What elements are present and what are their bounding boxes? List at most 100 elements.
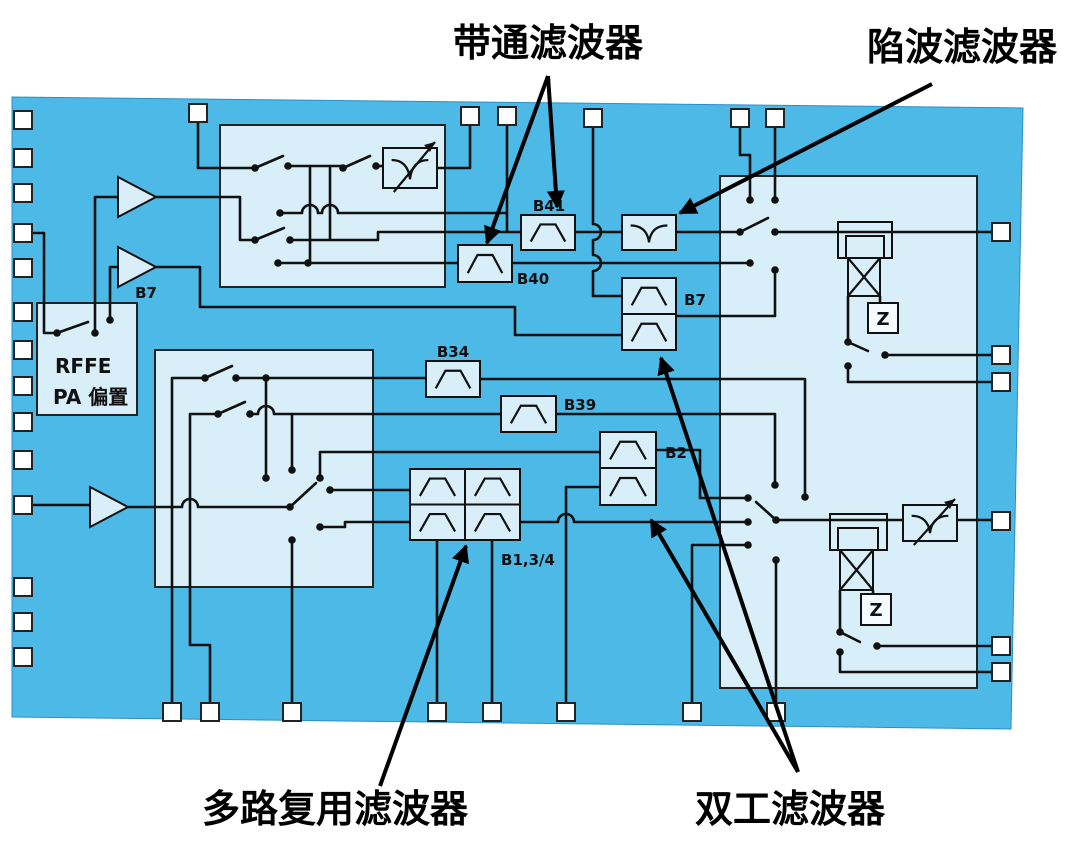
multiplexer-b1-3-4-cell-1 xyxy=(409,468,466,506)
junction-dot xyxy=(771,196,779,204)
junction-dots xyxy=(53,162,889,656)
junction-dot xyxy=(214,410,222,418)
package-pin xyxy=(13,577,33,597)
package-pin xyxy=(200,702,220,722)
cross-icon xyxy=(839,549,874,591)
package-pin xyxy=(991,662,1011,682)
junction-dot xyxy=(288,466,296,474)
power-amplifier-b7 xyxy=(117,245,159,289)
package-pin xyxy=(162,702,182,722)
switch-blade xyxy=(341,154,372,170)
junction-dot xyxy=(873,642,881,650)
callout-multiplexer-filter: 多路复用滤波器 xyxy=(202,787,469,831)
wire xyxy=(188,412,218,703)
junction-dot xyxy=(91,329,99,337)
wire xyxy=(480,377,807,497)
junction-dot xyxy=(288,536,296,544)
impedance-box-upper xyxy=(867,302,899,334)
junction-dot xyxy=(276,209,284,217)
switch-blade xyxy=(288,481,318,509)
junction-dot xyxy=(262,474,270,482)
package-pin xyxy=(13,612,33,632)
junction-dot xyxy=(746,196,754,204)
junction-dot xyxy=(316,523,324,531)
junction-dot xyxy=(53,329,61,337)
pointer-arrow-duplexer-b2 xyxy=(649,518,800,774)
package-pin xyxy=(13,258,33,278)
wire xyxy=(280,203,507,215)
package-pin xyxy=(13,376,33,396)
wire xyxy=(838,652,992,674)
antenna-tuner-lower: Z xyxy=(829,513,892,626)
package-pin xyxy=(497,106,517,126)
junction-dot xyxy=(274,259,282,267)
band-label-b41: B41 xyxy=(533,197,565,215)
power-amplifier-upper xyxy=(117,175,159,219)
impedance-label-lower: Z xyxy=(869,600,882,621)
duplexer-b7-tx xyxy=(621,277,677,315)
package-pin xyxy=(13,302,33,322)
multiplexer-b1-3-4-cell-2 xyxy=(464,468,521,506)
bandpass-icon xyxy=(630,322,668,342)
antenna-tuner-upper: Z xyxy=(837,221,899,334)
lower-switch-panel xyxy=(154,349,374,588)
package-pin xyxy=(13,450,33,470)
wire xyxy=(437,125,472,170)
package-pin xyxy=(13,183,33,203)
junction-dot xyxy=(201,374,209,382)
junction-dot xyxy=(106,316,114,324)
switch-blade xyxy=(253,226,286,242)
pointer-arrow-multiplexer xyxy=(378,544,470,787)
impedance-label-upper: Z xyxy=(876,309,889,330)
package-pin xyxy=(13,110,33,130)
multiplexer-b1-3-4-cell-4 xyxy=(464,503,521,541)
bandpass-filter-b39 xyxy=(500,395,557,433)
band-label-b40: B40 xyxy=(517,270,549,288)
notch-filter-tunable-lower xyxy=(902,504,958,542)
junction-dot xyxy=(316,474,324,482)
wire xyxy=(690,543,748,703)
notch-filter-tunable-upper xyxy=(382,147,438,189)
junction-dot xyxy=(771,481,779,489)
junction-dot xyxy=(881,351,889,359)
junction-dot xyxy=(339,164,347,172)
wire xyxy=(108,265,118,320)
rffe-label: RFFE xyxy=(55,354,111,378)
callout-bandpass-filter: 带通滤波器 xyxy=(453,21,644,65)
package-pin xyxy=(282,702,302,722)
callout-duplexer-filter: 双工滤波器 xyxy=(695,787,886,831)
package-pin xyxy=(991,222,1011,242)
wire xyxy=(156,195,255,242)
junction-dot xyxy=(262,374,270,382)
wire xyxy=(846,366,992,384)
junction-dot xyxy=(372,162,380,170)
package-pin xyxy=(460,106,480,126)
bandpass-icon xyxy=(609,476,647,497)
wire xyxy=(32,231,57,335)
junction-dot xyxy=(326,486,334,494)
callouts: 带通滤波器 陷波滤波器 多路复用滤波器 双工滤波器 xyxy=(202,21,1058,831)
junction-dot xyxy=(836,648,844,656)
switch-blade xyxy=(253,154,285,170)
tunable-arrowhead-icon xyxy=(424,142,435,152)
junction-dot xyxy=(772,516,780,524)
package-pin xyxy=(13,223,33,243)
junction-dot xyxy=(771,266,779,274)
junction-dot xyxy=(232,374,240,382)
wire xyxy=(196,122,255,170)
wire xyxy=(564,485,600,703)
junction-dot xyxy=(744,541,752,549)
package-pins xyxy=(13,103,1011,722)
package-pin xyxy=(427,702,447,722)
package-pin xyxy=(13,340,33,360)
junction-dot xyxy=(744,494,752,502)
pointer-arrow-bandpass-b41 xyxy=(546,75,565,209)
package-pin xyxy=(583,108,603,128)
wire xyxy=(156,265,622,337)
callout-notch-filter: 陷波滤波器 xyxy=(867,25,1058,69)
multiplexer-b1-3-4-cell-3 xyxy=(409,503,466,541)
wire xyxy=(591,127,622,298)
wire xyxy=(318,450,600,478)
package-pin xyxy=(13,148,33,168)
